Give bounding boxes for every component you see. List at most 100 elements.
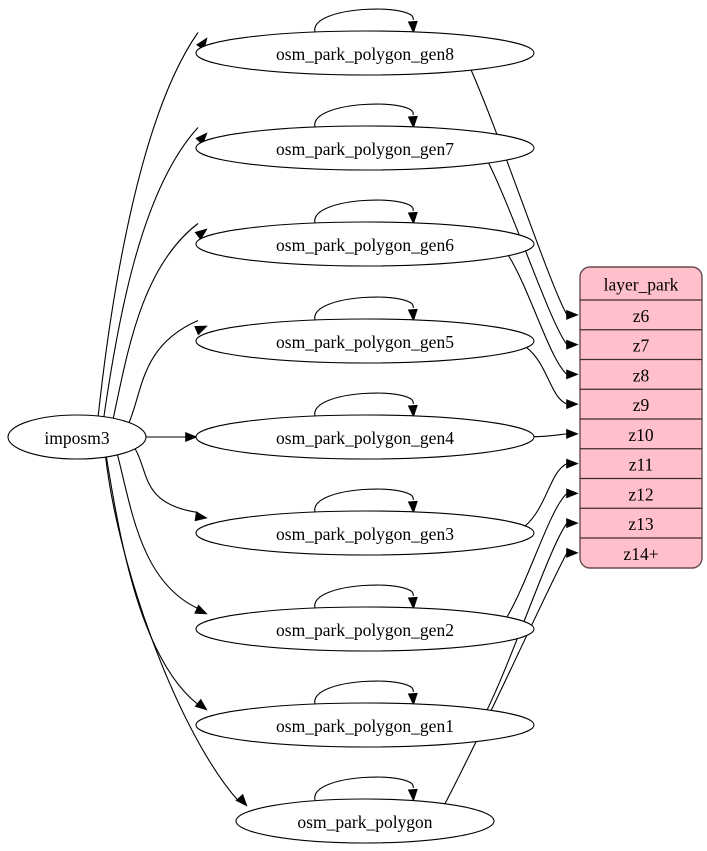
edge-arrowhead: [407, 20, 418, 34]
table-node[interactable]: osm_park_polygon_gen4: [195, 414, 535, 460]
table-node-label: osm_park_polygon_gen7: [276, 139, 454, 159]
table-node-ellipse[interactable]: [195, 30, 535, 76]
table-node-label: osm_park_polygon_gen2: [276, 620, 454, 640]
table-node[interactable]: osm_park_polygon_gen7: [195, 125, 535, 171]
edge-table-to-zoom-row: [470, 69, 568, 316]
edge-table-to-zoom-row: [525, 346, 568, 405]
edge-imposm3-to-table: [134, 448, 199, 514]
edge-arrowhead: [407, 404, 418, 418]
edge-group-self-loops: [314, 8, 418, 802]
layer-park-record: layer_park z6 z7 z8 z9 z10 z11 z12 z13 z14+: [579, 266, 703, 569]
edge-imposm3-to-table: [105, 456, 239, 801]
table-node-ellipse[interactable]: [195, 510, 535, 556]
edge-arrowhead: [194, 604, 208, 615]
table-node-ellipse[interactable]: [195, 221, 535, 267]
edge-table-to-zoom-row: [507, 255, 568, 375]
edge-self-loop: [314, 680, 414, 705]
edge-imposm3-to-table: [103, 127, 199, 418]
edge-self-loop: [314, 392, 414, 417]
node-group-source: imposm3: [7, 414, 147, 460]
source-node-label: imposm3: [44, 428, 109, 448]
edge-arrowhead: [194, 228, 208, 241]
table-node[interactable]: osm_park_polygon_gen5: [195, 318, 535, 364]
edge-arrowhead: [195, 132, 208, 146]
edge-arrowhead: [407, 500, 418, 514]
edge-arrowhead: [566, 369, 579, 380]
table-node-label: osm_park_polygon_gen5: [276, 332, 454, 352]
layer-park-row-label: z14+: [623, 544, 658, 564]
layer-park-row-label: z13: [628, 514, 654, 534]
edge-self-loop: [314, 296, 414, 321]
edge-self-loop: [314, 488, 414, 513]
table-node-label: osm_park_polygon_gen3: [276, 524, 454, 544]
edge-imposm3-to-table: [128, 319, 199, 424]
edge-arrowhead: [566, 518, 579, 529]
table-node-label: osm_park_polygon_gen1: [276, 716, 454, 736]
layer-park-row-label: z11: [629, 455, 654, 475]
edge-arrowhead: [194, 698, 208, 711]
table-node-label: osm_park_polygon_gen4: [276, 428, 454, 448]
layer-park-row-label: z8: [633, 365, 650, 385]
node-group-tables: osm_park_polygon_gen8 osm_park_polygon_ge…: [195, 30, 535, 844]
table-node[interactable]: osm_park_polygon_gen1: [195, 702, 535, 748]
edge-imposm3-to-table: [112, 223, 199, 419]
table-node-ellipse[interactable]: [195, 414, 535, 460]
edge-arrowhead: [407, 308, 418, 322]
edge-self-loop: [314, 584, 414, 609]
edge-arrowhead: [566, 488, 579, 499]
edge-table-to-zoom-row: [486, 522, 568, 711]
edge-table-to-zoom-row: [524, 463, 568, 527]
table-node[interactable]: osm_park_polygon: [235, 798, 495, 844]
edge-imposm3-to-table: [105, 456, 199, 705]
table-node-label: osm_park_polygon_gen6: [276, 235, 454, 255]
edge-arrowhead: [566, 339, 579, 350]
edge-arrowhead: [407, 788, 418, 802]
table-node-ellipse[interactable]: [195, 125, 535, 171]
layer-park-header-label: layer_park: [604, 275, 679, 295]
source-node[interactable]: imposm3: [7, 414, 147, 460]
layer-park-row-label: z7: [633, 336, 650, 356]
source-node-ellipse[interactable]: [7, 414, 147, 460]
table-node-ellipse[interactable]: [195, 606, 535, 652]
edge-group-tables-to-layer: [444, 69, 579, 805]
table-node[interactable]: osm_park_polygon_gen3: [195, 510, 535, 556]
layer-park-box[interactable]: layer_park z6 z7 z8 z9 z10 z11 z12 z13 z14+: [579, 266, 703, 569]
edge-table-to-zoom-row: [488, 162, 568, 345]
layer-park-row-label: z10: [628, 425, 654, 445]
edge-arrowhead: [566, 399, 579, 410]
table-node[interactable]: osm_park_polygon_gen6: [195, 221, 535, 267]
edge-table-to-zoom-row: [444, 552, 568, 805]
edge-arrowhead: [566, 428, 579, 439]
edge-arrowhead: [566, 458, 579, 469]
edge-arrowhead: [566, 547, 579, 558]
edge-arrowhead: [407, 596, 418, 610]
edge-imposm3-to-table: [97, 32, 199, 417]
edge-arrowhead: [185, 431, 198, 443]
layer-park-row-label: z12: [628, 484, 653, 504]
edge-self-loop: [314, 8, 414, 33]
edge-arrowhead: [407, 211, 418, 225]
table-node-ellipse[interactable]: [195, 702, 535, 748]
table-node[interactable]: osm_park_polygon_gen8: [195, 30, 535, 76]
edge-self-loop: [314, 776, 414, 801]
edge-arrowhead: [194, 511, 208, 522]
table-node-ellipse[interactable]: [195, 318, 535, 364]
edge-table-to-zoom-row: [506, 492, 568, 618]
layer-park-body: [579, 266, 703, 569]
layer-park-row-label: z6: [633, 306, 650, 326]
edge-imposm3-to-table: [116, 454, 199, 609]
edge-arrowhead: [407, 692, 418, 706]
edge-self-loop: [314, 103, 414, 128]
edge-arrowhead: [194, 325, 208, 336]
edge-arrowhead: [235, 793, 248, 807]
table-node-label: osm_park_polygon: [297, 812, 432, 832]
edge-arrowhead: [407, 115, 418, 129]
edge-group-source-to-tables: [97, 32, 248, 807]
table-node-ellipse[interactable]: [235, 798, 495, 844]
edge-table-to-zoom-row: [533, 433, 568, 438]
table-node-label: osm_park_polygon_gen8: [276, 44, 454, 64]
layer-park-row-label: z9: [633, 395, 650, 415]
table-node[interactable]: osm_park_polygon_gen2: [195, 606, 535, 652]
